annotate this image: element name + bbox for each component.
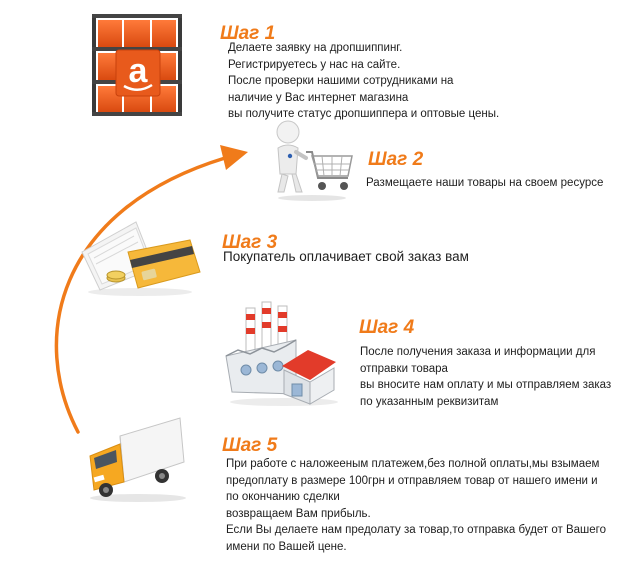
step-4-line: отправки товара	[360, 362, 448, 375]
step-5-title: Шаг 5	[222, 435, 278, 456]
step-2-description: Размещаете наши товары на своем ресурсе	[366, 175, 603, 192]
svg-text:a: a	[129, 52, 149, 90]
step-5-description: При работе с наложееным платежем,без пол…	[226, 456, 606, 555]
amazon-shelf-icon: a	[86, 10, 190, 118]
step-4-line: по указанным реквизитам	[360, 395, 499, 408]
step-2-line: Размещаете наши товары на своем ресурсе	[366, 177, 604, 189]
credit-card-icon	[76, 212, 204, 298]
step-2-title: Шаг 2	[368, 149, 424, 170]
step-4-line: вы вносите нам оплату и мы отправляем за…	[360, 379, 612, 391]
step-3-line: Покупатель оплачивает свой заказ вам	[223, 249, 469, 264]
factory-icon	[222, 296, 342, 408]
step-1-line: Делаете заявку на дропшиппинг.	[228, 42, 403, 54]
step-5-line: имени по Вашей цене.	[226, 540, 347, 553]
step-1-line: наличие у Вас интернет магазина	[228, 91, 409, 104]
step-1-description: Делаете заявку на дропшиппинг. Регистрир…	[228, 40, 499, 123]
step-1-line: После проверки нашими сотрудниками на	[228, 75, 454, 87]
step-3-description: Покупатель оплачивает свой заказ вам	[223, 248, 469, 266]
step-4-line: После получения заказа и информации для	[360, 346, 596, 358]
step-5-line: предоплату в размере 100грн и отправляем…	[226, 474, 598, 487]
delivery-truck-icon	[84, 416, 192, 502]
step-1-title: Шаг 1	[220, 23, 276, 44]
step-3-title: Шаг 3	[222, 232, 278, 253]
step-5-line: Если Вы делаете нам предолату за товар,т…	[226, 524, 607, 536]
step-1-line: Регистрируетесь у нас на сайте.	[228, 58, 401, 71]
step-5-line: по окончанию сделки	[226, 491, 340, 503]
step-5-line: При работе с наложееным платежем,без пол…	[226, 458, 600, 470]
step-4-description: После получения заказа и информации для …	[360, 344, 611, 410]
step-5-line: возвращаем Вам прибыль.	[226, 507, 371, 520]
shopping-cart-man-icon	[268, 118, 356, 202]
step-4-title: Шаг 4	[359, 317, 415, 338]
step-1-line: вы получите статус дропшиппера и оптовые…	[228, 108, 500, 120]
